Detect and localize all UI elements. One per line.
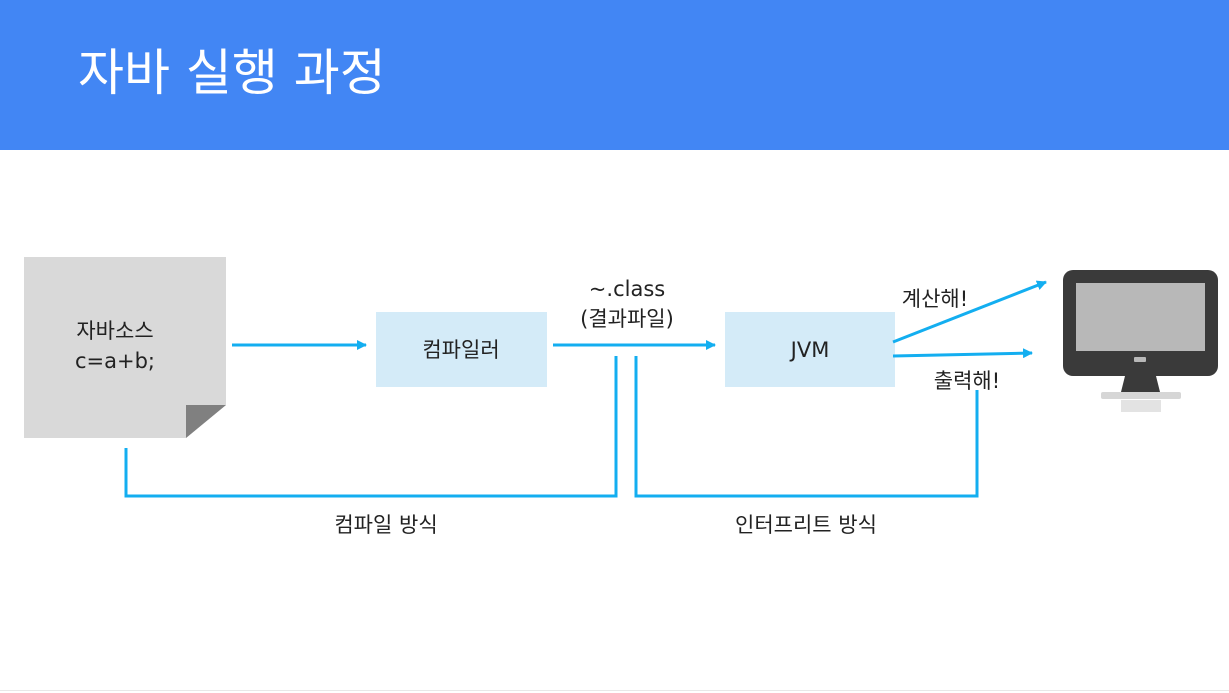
paper-fold-corner [186,405,226,438]
slide-bottom-divider [0,690,1229,691]
monitor-base-shadow [1121,400,1161,412]
monitor-icon [1063,270,1218,412]
monitor-base [1101,392,1181,399]
paper-shape [24,257,226,438]
slide-title: 자바 실행 과정 [78,44,386,102]
source-file-label: 자바소스 [76,319,153,343]
compile-method-bracket [124,356,618,498]
monitor-power-light [1134,357,1146,362]
class-file-sublabel: (결과파일) [580,307,674,331]
output-calc-label: 계산해! [902,287,968,311]
interpret-method-label: 인터프리트 방식 [735,513,877,537]
jvm-rect [725,312,895,387]
output-print-label: 출력해! [934,369,1000,393]
monitor-screen [1076,283,1205,351]
compiler-label: 컴파일러 [422,338,499,362]
compiler-rect [376,312,547,387]
compile-method-label: 컴파일 방식 [334,513,437,537]
source-file-box: 자바소스 c=a+b; [24,257,226,438]
slide-header: 자바 실행 과정 [0,0,1229,150]
arrow-jvm-print [892,348,1033,359]
jvm-label: JVM [789,338,830,362]
jvm-box: JVM [725,312,895,387]
class-file-label: ~.class [589,277,665,301]
source-file-code: c=a+b; [75,349,155,373]
arrow-jvm-calculate [892,280,1047,344]
monitor-neck [1121,376,1160,392]
compiler-box: 컴파일러 [376,312,547,387]
interpret-method-bracket [634,356,979,498]
